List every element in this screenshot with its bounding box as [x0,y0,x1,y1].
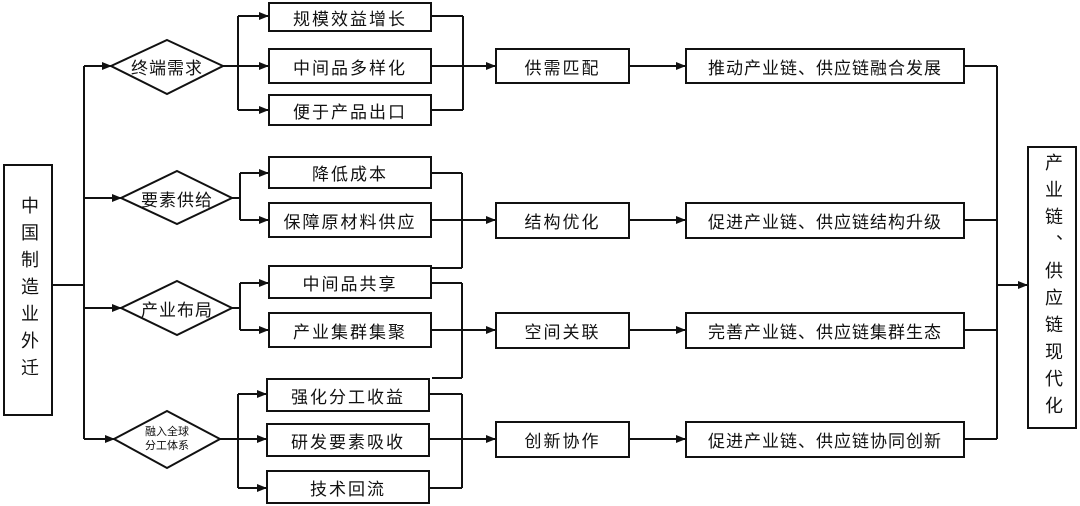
channel-label-global: 融入全球 分工体系 [114,425,220,453]
factor-box: 产业集群集聚 [268,312,432,348]
channel-label-global-line2: 分工体系 [145,439,189,452]
outcome-box: 促进产业链、供应链结构升级 [685,202,965,239]
channel-label-supply: 要素供给 [141,190,213,211]
diamond-global [111,409,223,470]
factor-box: 技术回流 [266,470,430,504]
diamond-demand [108,38,226,96]
diamond-supply [118,169,235,226]
diamond-layout [118,279,235,337]
outcome-box: 完善产业链、供应链集群生态 [685,312,965,349]
source-box: 中国制造业外迁 [3,164,53,416]
mechanism-box: 供需匹配 [495,48,630,84]
mechanism-box: 结构优化 [495,202,630,239]
factor-box: 研发要素吸收 [266,423,430,457]
factor-box: 便于产品出口 [268,94,432,126]
factor-box: 降低成本 [268,156,432,189]
mechanism-box: 创新协作 [495,421,630,458]
factor-box: 中间品多样化 [268,48,432,84]
factor-box: 保障原材料供应 [268,202,432,238]
channel-label-global-line1: 融入全球 [145,425,189,438]
outcome-box: 促进产业链、供应链协同创新 [685,421,965,458]
factor-box: 强化分工收益 [266,378,430,412]
factor-box: 规模效益增长 [268,2,432,32]
target-box: 产业链、供应链现代化 [1027,146,1077,429]
outcome-box: 推动产业链、供应链融合发展 [685,48,965,84]
mechanism-box: 空间关联 [495,312,630,349]
channel-label-demand: 终端需求 [131,58,203,79]
channel-label-layout: 产业布局 [141,300,213,321]
factor-box: 中间品共享 [268,265,432,299]
